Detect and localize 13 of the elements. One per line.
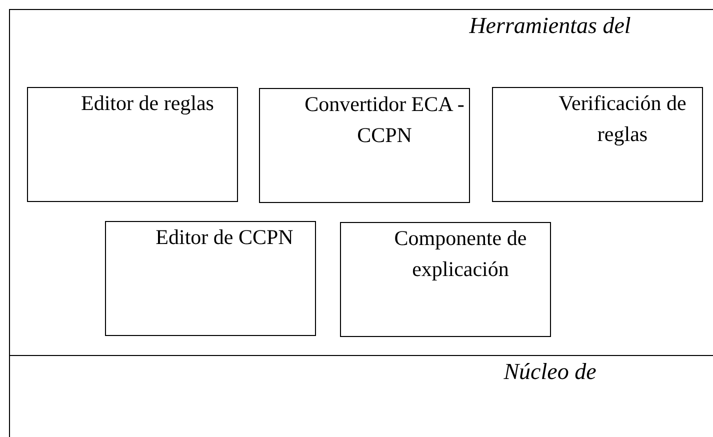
box-label: Verificación de reglas (558, 90, 688, 148)
component-box (340, 222, 550, 336)
box-label: Convertidor ECA - CCPN (304, 90, 466, 148)
box-label: Editor de reglas (80, 90, 215, 116)
component-box (492, 86, 702, 202)
box-label: Editor de CCPN (154, 224, 294, 250)
box-label: Componente de explicación (393, 224, 528, 282)
component-box (26, 86, 238, 202)
component-box (104, 220, 316, 336)
panel (9, 9, 713, 356)
panel-heading: Herramientas del (468, 12, 632, 40)
panel-heading: Núcleo de (502, 358, 598, 386)
component-box (258, 88, 470, 202)
